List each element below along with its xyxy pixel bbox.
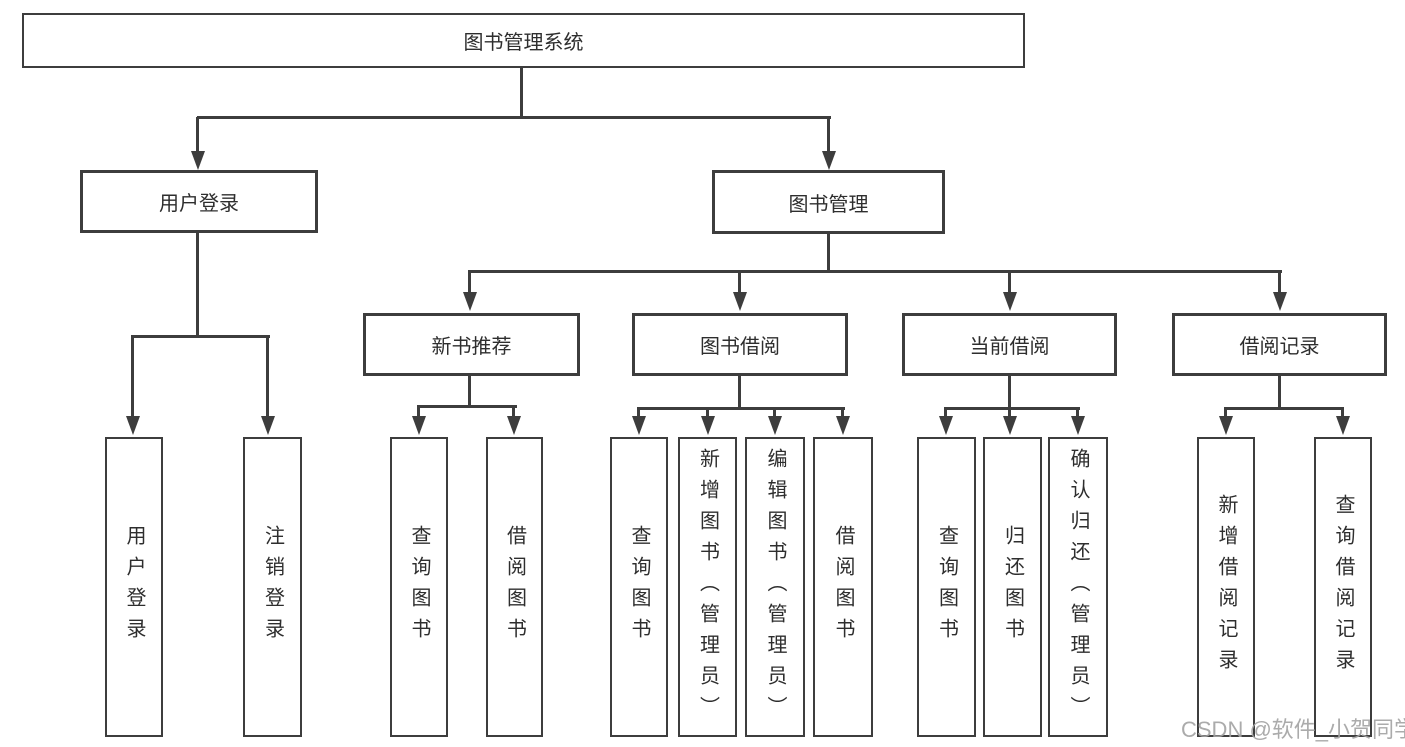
leaf-query-books: 查询图书: [917, 437, 976, 737]
node-current-borrow-label: 当前借阅: [969, 336, 1050, 358]
connector-group0-stem: [468, 376, 471, 408]
connector-root-stem: [520, 68, 523, 118]
arrow-down-icon: [507, 406, 521, 435]
leaf-label: 注销登录: [261, 525, 284, 649]
connector-group2-stem: [1008, 376, 1011, 410]
connector-book-management-stem: [827, 234, 830, 273]
node-root: 图书管理系统: [22, 13, 1025, 68]
leaf-label: 借阅图书: [832, 525, 854, 649]
leaf-label: 查询图书: [628, 525, 650, 649]
arrow-down-icon: [768, 408, 782, 435]
leaf-label: 确认归还（管理员）: [1067, 447, 1089, 727]
leaf-label: 用户登录: [123, 525, 145, 649]
arrow-down-icon: [1336, 408, 1350, 435]
leaf-add-books-admin: 新增图书（管理员）: [678, 437, 737, 737]
arrow-down-icon: [1219, 408, 1233, 435]
node-borrow-records-label: 借阅记录: [1239, 336, 1320, 358]
leaf-query-borrow-record: 查询借阅记录: [1314, 437, 1372, 737]
watermark: CSDN @软件_小贺同学: [1181, 717, 1405, 742]
connector-level2-bar: [468, 270, 1282, 273]
connector-level1-bar: [197, 116, 831, 119]
leaf-query-books: 查询图书: [390, 437, 448, 737]
node-book-management: 图书管理: [712, 170, 945, 234]
arrow-down-icon: [1273, 271, 1287, 311]
leaf-logout: 注销登录: [243, 437, 302, 737]
leaf-confirm-return-admin: 确认归还（管理员）: [1048, 437, 1108, 737]
leaf-label: 查询图书: [935, 525, 958, 649]
arrow-down-icon: [939, 408, 953, 435]
node-user-login-label: 用户登录: [159, 193, 239, 215]
leaf-label: 新增借阅记录: [1215, 494, 1237, 680]
arrow-down-icon: [412, 406, 426, 435]
node-book-borrow-label: 图书借阅: [700, 336, 780, 358]
connector-group1-stem: [738, 376, 741, 410]
node-book-borrow: 图书借阅: [632, 313, 848, 376]
leaf-add-borrow-record: 新增借阅记录: [1197, 437, 1255, 737]
arrow-down-icon: [1003, 408, 1017, 435]
node-new-book-recommend: 新书推荐: [363, 313, 580, 376]
node-root-label: 图书管理系统: [463, 32, 584, 54]
leaf-borrow-books: 借阅图书: [813, 437, 873, 737]
arrow-down-icon: [126, 336, 140, 435]
connector-group3-bar: [1224, 407, 1344, 410]
arrow-down-icon: [822, 117, 836, 170]
leaf-label: 新增图书（管理员）: [696, 447, 719, 727]
node-current-borrow: 当前借阅: [902, 313, 1117, 376]
leaf-user-login: 用户登录: [105, 437, 163, 737]
arrow-down-icon: [1071, 408, 1085, 435]
leaf-label: 借阅图书: [503, 525, 526, 649]
leaf-label: 编辑图书（管理员）: [764, 447, 786, 727]
arrow-down-icon: [463, 271, 477, 311]
arrow-down-icon: [1003, 271, 1017, 311]
leaf-edit-books-admin: 编辑图书（管理员）: [745, 437, 805, 737]
leaf-label: 查询图书: [408, 525, 430, 649]
arrow-down-icon: [191, 117, 205, 170]
arrow-down-icon: [733, 271, 747, 311]
arrow-down-icon: [836, 408, 850, 435]
connector-group1-bar: [637, 407, 845, 410]
connector-group0-bar: [417, 405, 517, 408]
connector-user-login-bar: [131, 335, 270, 338]
leaf-borrow-books: 借阅图书: [486, 437, 543, 737]
connector-group2-bar: [944, 407, 1080, 410]
connector-group3-stem: [1278, 376, 1281, 410]
leaf-label: 归还图书: [1001, 525, 1024, 649]
leaf-query-books: 查询图书: [610, 437, 668, 737]
node-new-book-recommend-label: 新书推荐: [431, 336, 512, 358]
arrow-down-icon: [701, 408, 715, 435]
leaf-label: 查询借阅记录: [1332, 494, 1354, 680]
node-borrow-records: 借阅记录: [1172, 313, 1387, 376]
arrow-down-icon: [632, 408, 646, 435]
node-book-management-label: 图书管理: [788, 193, 869, 216]
leaf-return-books: 归还图书: [983, 437, 1042, 737]
node-user-login: 用户登录: [80, 170, 318, 233]
arrow-down-icon: [261, 336, 275, 435]
connector-user-login-stem: [196, 233, 199, 338]
